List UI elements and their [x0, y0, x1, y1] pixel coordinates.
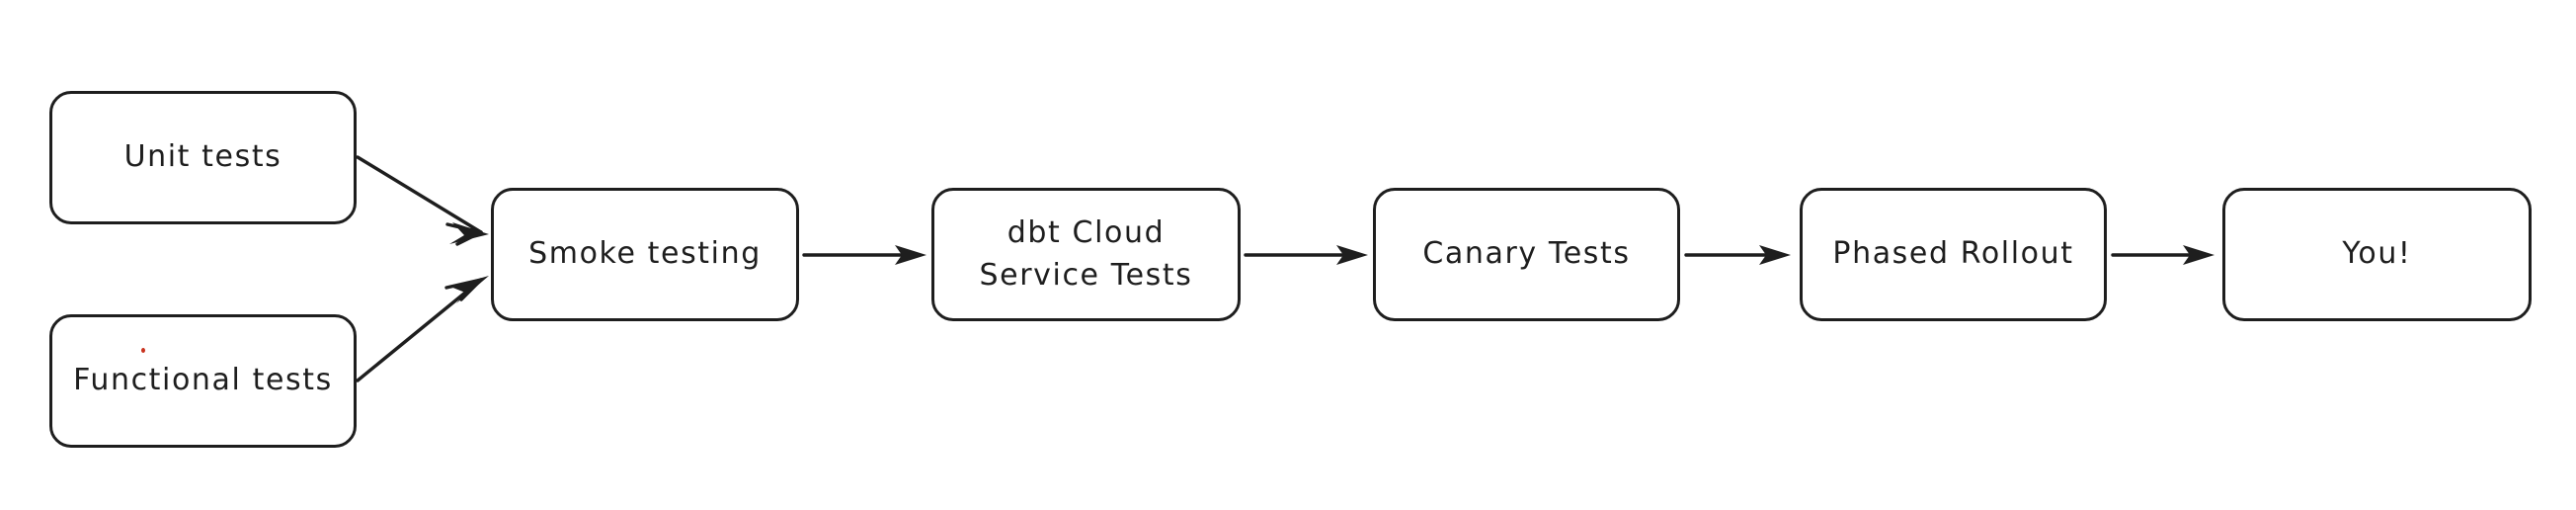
node-smoke-testing[interactable]: Smoke testing — [491, 188, 799, 321]
node-label-canary-tests: Canary Tests — [1422, 236, 1631, 272]
node-label-dbt-cloud-service-tests: dbt Cloud Service Tests — [979, 214, 1193, 293]
node-dbt-cloud-service-tests[interactable]: dbt Cloud Service Tests — [931, 188, 1241, 321]
node-phased-rollout[interactable]: Phased Rollout — [1800, 188, 2107, 321]
red-speck-artifact — [141, 348, 145, 353]
node-label-phased-rollout: Phased Rollout — [1832, 236, 2074, 272]
node-label-functional-tests: Functional tests — [73, 363, 333, 398]
node-unit-tests[interactable]: Unit tests — [49, 91, 357, 224]
edge-smoke-to-dbt — [802, 245, 926, 265]
edge-dbt-to-canary — [1244, 245, 1368, 265]
node-you[interactable]: You! — [2222, 188, 2532, 321]
edge-canary-to-phased — [1684, 245, 1791, 265]
edge-phased-to-you — [2111, 245, 2214, 265]
node-functional-tests[interactable]: Functional tests — [49, 314, 357, 448]
node-label-you: You! — [2342, 236, 2412, 272]
node-canary-tests[interactable]: Canary Tests — [1373, 188, 1680, 321]
node-label-unit-tests: Unit tests — [123, 139, 282, 175]
edge-unit-to-smoke — [356, 155, 489, 246]
edge-functional-to-smoke — [356, 276, 489, 382]
node-label-smoke-testing: Smoke testing — [528, 236, 762, 272]
